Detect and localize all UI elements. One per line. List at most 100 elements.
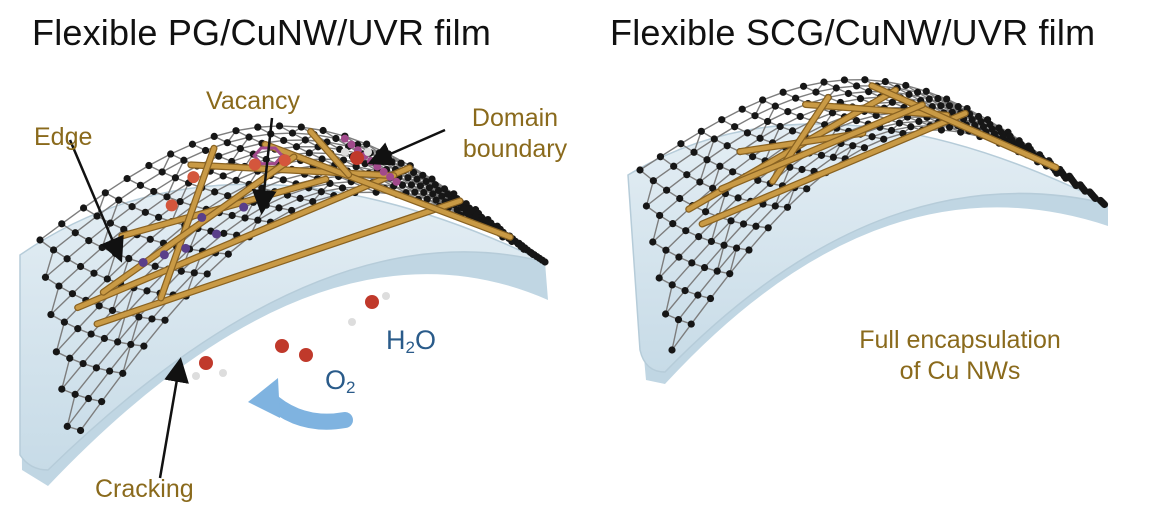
carbon-atom [211,188,219,196]
boundary-atom [386,172,395,181]
cc-bond [844,147,865,160]
carbon-atom [58,385,66,393]
carbon-atom [799,82,808,90]
carbon-atom [202,146,210,155]
carbon-atom [937,126,946,134]
cc-bond [666,174,688,191]
cc-bond [678,236,700,258]
carbon-atom [706,294,715,303]
carbon-atom [943,95,951,103]
cc-bond [664,284,673,315]
carbon-atom [668,281,676,289]
carbon-atom [907,123,915,131]
cc-bond [74,367,97,395]
carbon-atom [754,176,762,184]
carbon-atom [788,127,797,135]
carbon-atom [128,203,136,211]
cc-bond [125,287,135,315]
carbon-atom [520,245,528,253]
carbon-atom [669,220,677,228]
cc-bond [652,223,674,243]
carbon-atom [925,95,933,103]
cc-bond [235,126,258,132]
carbon-atom [861,76,869,84]
oxidized-site [165,199,178,212]
cc-bond [743,203,764,225]
cc-bond [79,401,103,431]
cc-bond [55,321,66,353]
carbon-atom [776,122,784,131]
cc-bond [726,132,748,147]
cc-bond [278,197,301,209]
cc-bond [693,138,715,153]
carbon-atom [784,107,792,116]
carbon-atom [361,160,369,168]
carbon-atom [98,243,106,252]
caption-line1: Full encapsulation [859,326,1061,354]
carbon-atom [676,194,684,203]
carbon-atom [817,151,826,159]
cc-bond [705,193,726,213]
carbon-atom [668,346,676,354]
carbon-atom [419,171,427,179]
carbon-atom [254,216,262,224]
carbon-atom [120,225,128,233]
cc-bond [671,323,692,351]
cc-bond [645,189,668,207]
carbon-atom [101,189,109,197]
carbon-atom [957,128,965,136]
carbon-atom [232,176,240,184]
cc-bond [111,287,135,311]
carbon-atom [796,112,804,121]
cc-bond [205,195,229,210]
carbon-atom [731,123,739,131]
cc-bond [122,344,132,374]
cu-nanowire [101,154,297,295]
cu-nanowire [188,162,396,178]
cu-nanowire [75,165,412,310]
right-panel-title: Flexible SCG/CuNW/UVR film [610,12,1096,53]
carbon-atom [702,208,710,216]
carbon-atom [85,237,93,245]
cc-bond [192,135,215,145]
carbon-atom [856,95,865,103]
cc-bond [747,120,768,134]
cc-bond [106,258,130,280]
cc-bond [166,182,189,198]
cc-bond [231,153,254,163]
carbon-atom [739,220,748,228]
water-main: H [386,325,406,355]
carbon-atom [297,123,305,131]
carbon-atom [92,364,100,372]
cc-bond [673,151,695,167]
cc-bond [767,206,788,229]
carbon-atom [948,108,956,116]
cc-bond [39,223,63,241]
carbon-atom [674,316,683,324]
cc-bond [719,151,741,167]
edge-atom [181,243,191,253]
cc-bond [104,177,128,194]
carbon-atom [68,290,77,298]
carbon-atom [190,269,198,277]
cc-bond [201,175,224,189]
carbon-atom [79,204,88,212]
carbon-atom [254,123,262,131]
carbon-atom [444,190,452,198]
cc-bond [188,228,199,250]
carbon-atom [902,81,910,90]
carbon-atom [729,168,737,176]
right-cu-nanowires [685,82,1060,228]
carbon-atom [305,149,313,157]
carbon-atom [79,359,87,368]
cc-bond [50,293,73,316]
cc-bond [66,394,76,427]
carbon-atom [954,103,962,111]
water-formula: H2O [386,325,436,358]
cc-bond [144,196,168,213]
carbon-atom [60,318,68,326]
cc-bond [691,240,712,264]
cc-bond [240,142,263,150]
carbon-atom [176,197,184,206]
cc-bond [110,206,133,224]
